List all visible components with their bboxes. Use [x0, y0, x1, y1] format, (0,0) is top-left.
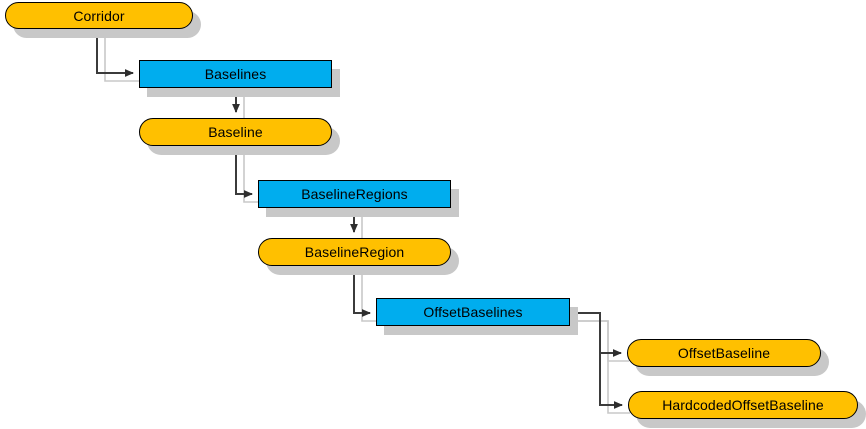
node-corridor[interactable]: Corridor [5, 2, 193, 29]
node-label-corridor: Corridor [73, 7, 125, 24]
node-hardcoded-offset-baseline[interactable]: HardcodedOffsetBaseline [628, 391, 858, 419]
node-baseline-region[interactable]: BaselineRegion [258, 238, 451, 266]
node-label-baseline-region: BaselineRegion [304, 244, 405, 260]
node-baseline[interactable]: Baseline [139, 118, 332, 146]
node-label-offset-baselines: OffsetBaselines [423, 304, 523, 320]
node-label-offset-baseline: OffsetBaseline [677, 345, 771, 361]
edge-corridor-to-baselines[interactable] [96, 29, 134, 77]
edge-shadow-group [104, 37, 630, 414]
node-label-baseline-regions: BaselineRegions [301, 186, 408, 202]
edge-baseline-region-to-offset-baselines[interactable] [353, 266, 371, 317]
edge-offset-baselines-to-hardcoded[interactable] [570, 312, 623, 409]
edge-baseline-to-baseline-regions[interactable] [235, 146, 253, 198]
edge-shadow-corridor-to-baselines [104, 37, 141, 82]
node-offset-baselines[interactable]: OffsetBaselines [376, 298, 570, 326]
edge-shadow-baseline-region-to-offset-baselines [361, 274, 378, 322]
node-label-hardcoded-offset-baseline: HardcodedOffsetBaseline [662, 397, 824, 413]
node-baselines[interactable]: Baselines [139, 60, 332, 88]
node-offset-baseline[interactable]: OffsetBaseline [627, 339, 821, 367]
edge-shadow-offset-baselines-to-offset-baseline [578, 320, 629, 362]
edge-shadow-offset-baselines-to-hardcoded [578, 320, 630, 414]
edge-shadow-baseline-to-baseline-regions [243, 154, 260, 203]
node-label-baseline: Baseline [208, 124, 263, 140]
node-label-baselines: Baselines [204, 66, 267, 82]
node-baseline-regions[interactable]: BaselineRegions [258, 180, 451, 208]
